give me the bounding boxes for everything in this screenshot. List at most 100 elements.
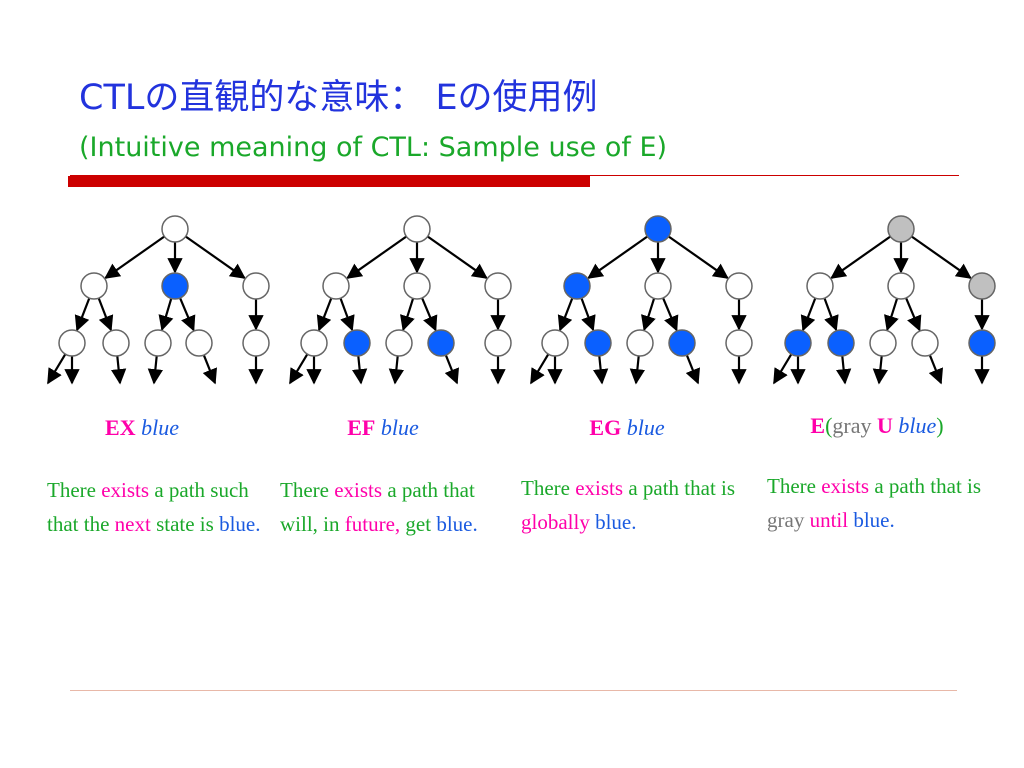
tree-ef-edge-mid-0-leaf-1 bbox=[339, 297, 355, 332]
tree-ex-edge-root-mid-2 bbox=[184, 235, 246, 279]
label-eu-arg: blue bbox=[898, 413, 937, 438]
tree-ef-edge-mid-1-leaf-3 bbox=[421, 297, 438, 332]
tree-eu-tail-0-0 bbox=[773, 353, 793, 385]
label-ef: EF blue bbox=[347, 415, 419, 441]
desc-ef-p2: exists bbox=[334, 478, 383, 502]
tree-eu-edge-root-mid-0 bbox=[830, 235, 892, 279]
tree-ex-node-mid-2 bbox=[242, 272, 270, 300]
tree-ex-node-leaf-1 bbox=[102, 329, 130, 357]
tree-eu-edge-mid-0-leaf-1 bbox=[823, 297, 839, 332]
desc-ef-p3: a path that will, in bbox=[280, 478, 475, 536]
tree-eg-edge-root-mid-2 bbox=[667, 235, 729, 279]
tree-eg-node-mid-2 bbox=[725, 272, 753, 300]
tree-eu-tail-3-0 bbox=[928, 354, 944, 385]
desc-ef-p5: get bbox=[400, 512, 437, 536]
desc-eg-p4: globally bbox=[521, 510, 590, 534]
tree-ef-tail-1-0 bbox=[351, 355, 368, 385]
tree-ex-tail-3-0 bbox=[202, 354, 218, 385]
title-rule-bar bbox=[68, 176, 590, 187]
desc-eg-p1: There bbox=[521, 476, 576, 500]
label-eu-close: ) bbox=[936, 413, 944, 438]
tree-ex-edge-mid-1-leaf-3 bbox=[179, 297, 196, 332]
desc-eu: There exists a path that is gray until b… bbox=[767, 469, 987, 537]
tree-ef-node-leaf-0 bbox=[300, 329, 328, 357]
desc-eu-p1: There bbox=[767, 474, 822, 498]
tree-eg-edge-mid-1-leaf-2 bbox=[641, 298, 656, 332]
tree-ex-node-leaf-4 bbox=[242, 329, 270, 357]
tree-eu-edge-mid-0-leaf-0 bbox=[800, 297, 817, 332]
tree-eu-node-root bbox=[887, 215, 915, 243]
label-ef-op: EF bbox=[347, 415, 376, 440]
desc-eg-p6: blue. bbox=[595, 510, 637, 534]
desc-ex-p5: state is bbox=[150, 512, 220, 536]
tree-ef-edge-root-mid-0 bbox=[346, 235, 408, 279]
desc-eg-p3: a path that is bbox=[623, 476, 736, 500]
tree-ef-tail-2-0 bbox=[388, 355, 405, 385]
tree-ex-node-mid-1 bbox=[161, 272, 189, 300]
tree-eu-tail-2-0 bbox=[872, 355, 889, 385]
tree-eg-node-leaf-1 bbox=[584, 329, 612, 357]
tree-eg-tail-3-0 bbox=[685, 354, 701, 385]
tree-eg-node-mid-0 bbox=[563, 272, 591, 300]
desc-eg-p2: exists bbox=[575, 476, 624, 500]
tree-eg-tail-2-0 bbox=[629, 355, 646, 385]
desc-eu-p3b: gray bbox=[767, 508, 805, 532]
label-eu-op: E bbox=[810, 413, 826, 438]
footer-rule-line bbox=[70, 690, 957, 691]
tree-eu-node-leaf-2 bbox=[869, 329, 897, 357]
tree-eu-edge-mid-1-leaf-3 bbox=[905, 297, 922, 332]
tree-ef-edge-mid-1-leaf-2 bbox=[400, 298, 415, 332]
tree-eg-node-leaf-2 bbox=[626, 329, 654, 357]
tree-ex-edge-mid-0-leaf-1 bbox=[97, 297, 114, 332]
tree-ef-node-leaf-3 bbox=[427, 329, 455, 357]
tree-eg-node-root bbox=[644, 215, 672, 243]
tree-ex-edge-root-mid-0 bbox=[104, 235, 166, 279]
desc-eu-p6: blue. bbox=[853, 508, 895, 532]
tree-ef-edge-root-mid-2 bbox=[426, 235, 488, 279]
desc-ex-p3: a path such that the bbox=[47, 478, 249, 536]
tree-eu-node-leaf-4 bbox=[968, 329, 996, 357]
tree-eu-node-mid-2 bbox=[968, 272, 996, 300]
tree-ef-node-leaf-2 bbox=[385, 329, 413, 357]
label-ex-op: EX bbox=[105, 415, 136, 440]
label-eu-open: ( bbox=[825, 413, 833, 438]
page-title: CTLの直観的な意味： Eの使用例 bbox=[79, 78, 598, 118]
tree-eg-tail-1-0 bbox=[592, 355, 609, 385]
tree-ef-node-mid-2 bbox=[484, 272, 512, 300]
tree-eu-tail-1-0 bbox=[835, 355, 852, 385]
tree-ex-node-mid-0 bbox=[80, 272, 108, 300]
tree-ef-edge-mid-0-leaf-0 bbox=[316, 297, 333, 332]
tree-eg-node-leaf-0 bbox=[541, 329, 569, 357]
title-rule-line bbox=[70, 175, 959, 176]
label-eg-op: EG bbox=[589, 415, 622, 440]
tree-ex-node-leaf-3 bbox=[185, 329, 213, 357]
desc-eu-p2: exists bbox=[821, 474, 870, 498]
desc-ef-p6: blue. bbox=[436, 512, 478, 536]
label-eg-arg: blue bbox=[626, 415, 665, 440]
tree-eu-node-leaf-3 bbox=[911, 329, 939, 357]
tree-eu-node-mid-1 bbox=[887, 272, 915, 300]
tree-ex-edge-mid-1-leaf-2 bbox=[158, 298, 174, 332]
tree-ex-edge-mid-0-leaf-0 bbox=[74, 297, 91, 332]
desc-ef: There exists a path that will, in future… bbox=[280, 473, 500, 541]
tree-eu-node-leaf-1 bbox=[827, 329, 855, 357]
tree-ex-tail-0-0 bbox=[47, 353, 67, 385]
tree-ex-tail-2-0 bbox=[147, 355, 164, 385]
tree-ef-node-leaf-4 bbox=[484, 329, 512, 357]
tree-ex-node-leaf-2 bbox=[144, 329, 172, 357]
tree-eg-node-leaf-3 bbox=[668, 329, 696, 357]
desc-ex-p1: There bbox=[47, 478, 102, 502]
tree-eu-edge-root-mid-2 bbox=[910, 235, 972, 279]
tree-eu-node-mid-0 bbox=[806, 272, 834, 300]
label-ex: EX blue bbox=[105, 415, 179, 441]
desc-eu-p4: until bbox=[804, 508, 849, 532]
tree-ef-node-mid-0 bbox=[322, 272, 350, 300]
tree-ef-tail-3-0 bbox=[444, 354, 460, 385]
label-eg: EG blue bbox=[589, 415, 664, 441]
tree-ef-node-leaf-1 bbox=[343, 329, 371, 357]
desc-ef-p1: There bbox=[280, 478, 335, 502]
desc-eg: There exists a path that is globally blu… bbox=[521, 471, 741, 539]
tree-ex-node-leaf-0 bbox=[58, 329, 86, 357]
label-eu: E(gray U blue) bbox=[810, 413, 943, 439]
